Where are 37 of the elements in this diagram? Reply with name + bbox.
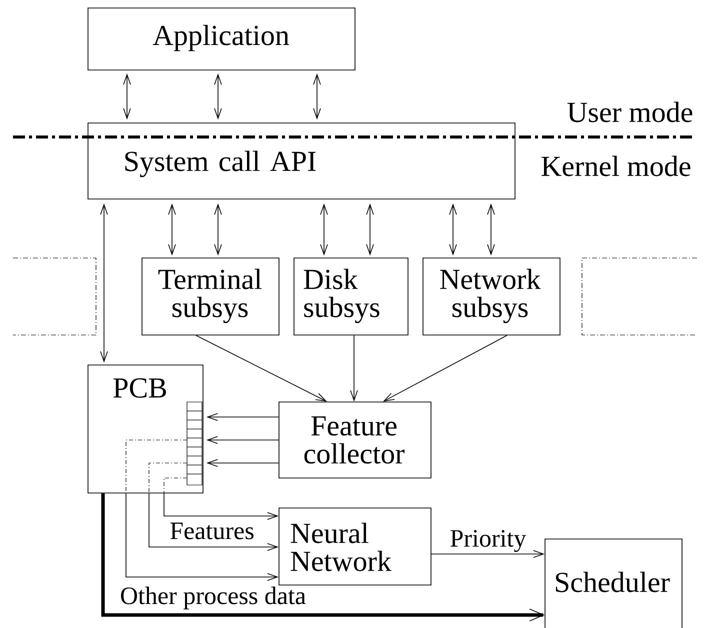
dashed-box [12,258,96,336]
arrow [313,73,321,120]
arrow [431,550,545,558]
process-box: Disk subsys [294,258,408,336]
dashed-box [582,258,698,336]
process-box: System call API [88,122,516,200]
arrow [350,335,358,402]
arrow [164,493,279,520]
arrow [383,335,508,402]
arrow [126,493,279,581]
arrow [148,493,279,551]
arrow [168,203,176,256]
arrow [366,203,374,256]
arrow [206,436,279,444]
arrow [487,203,495,256]
process-box: Scheduler [544,538,682,628]
arrow [196,335,327,402]
process-box: Network subsys [422,258,560,336]
arrow [100,203,108,363]
process-box: Application [88,8,356,70]
process-box: Feature collector [278,402,432,478]
arrow [123,73,131,120]
edge-label: Other process data [121,586,306,610]
edge-label: Priority [450,530,526,552]
arrow [320,203,328,256]
arrow [101,493,545,622]
mode-label: User mode [567,102,692,122]
arrow [206,459,279,467]
edge-label: Features [170,522,254,540]
mode-label: Kernel mode [542,156,690,176]
arrow [214,73,222,120]
arrow [449,203,457,256]
arrow [214,203,222,256]
pcb-box: PCB [88,364,204,494]
process-box: Terminal subsys [142,258,280,336]
process-box: Neural Network [278,508,432,586]
arrow [206,413,279,421]
